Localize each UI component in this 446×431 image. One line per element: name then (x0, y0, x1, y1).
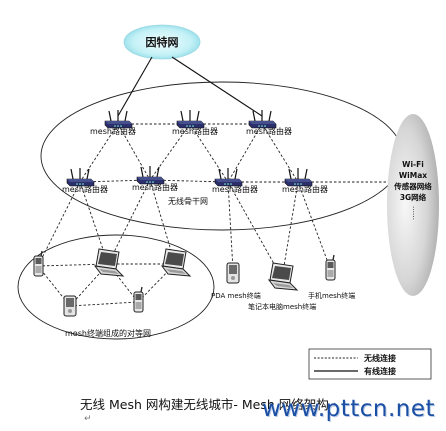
legend-wired-label: 有线连接 (364, 366, 396, 376)
internet-label: 因特网 (146, 35, 179, 49)
backbone-label: 无线骨干网 (168, 196, 208, 206)
external-networks-list: Wi-Fi WiMax 传感器网络 3G网络 (393, 160, 432, 202)
router-label: mesh路由器 (212, 184, 258, 194)
caption-return-mark: ↵ (328, 401, 338, 412)
router-bottom-4 (284, 167, 313, 187)
legend: 无线连接 有线连接 (308, 348, 432, 380)
phone-terminal-label: 手机mesh终端 (308, 291, 355, 300)
legend-box (308, 348, 432, 380)
router-bottom-1 (66, 167, 95, 187)
legend-wireless-label: 无线连接 (363, 353, 396, 363)
peer-network-ellipse (17, 234, 215, 340)
pda-terminal (226, 262, 240, 284)
router-labels: mesh路由器 mesh路由器 mesh路由器 mesh路由器 mesh路由器 … (62, 126, 328, 194)
router-label: mesh路由器 (90, 126, 136, 136)
external-network-label: WiMax (399, 171, 427, 180)
caption-text: 无线 Mesh 网构建无线城市- Mesh 网络架构 (80, 397, 329, 412)
peer-laptop-1 (94, 248, 124, 277)
peer-network-label: mesh终端组成的对等网 (65, 328, 151, 338)
external-network-label: 传感器网络 (393, 181, 432, 191)
router-top-right (248, 109, 277, 129)
peer-laptop-2 (161, 248, 191, 277)
external-network-label: 3G网络 (400, 192, 427, 202)
router-label: mesh路由器 (282, 184, 328, 194)
laptop-terminal (268, 262, 298, 291)
external-network-ellipsis: …… (411, 206, 419, 220)
router-bottom-2 (136, 165, 165, 185)
external-network-label: Wi-Fi (402, 160, 424, 169)
pda-terminal-label: PDA mesh终端 (211, 291, 261, 300)
watermark: www.pttcn.net (262, 396, 436, 422)
router-label: mesh路由器 (62, 184, 108, 194)
internet-cloud (123, 24, 201, 60)
paragraph-mark: ↵ (84, 414, 92, 424)
laptop-terminal-label: 笔记本电脑mesh终端 (248, 302, 316, 311)
router-top-middle (176, 109, 205, 129)
peer-pda (63, 295, 77, 317)
peer-phone-bottom (133, 286, 144, 313)
router-top-left (104, 109, 133, 129)
router-label: mesh路由器 (132, 182, 178, 192)
wired-links (117, 56, 263, 117)
router-bottom-3 (214, 167, 243, 187)
external-networks-ellipse (387, 114, 439, 296)
figure-caption: 无线 Mesh 网构建无线城市- Mesh 网络架构↵ (80, 394, 337, 413)
router-label: mesh路由器 (246, 126, 292, 136)
router-label: mesh路由器 (172, 126, 218, 136)
phone-terminal (325, 254, 336, 281)
wireless-backbone-ellipse (40, 81, 404, 231)
